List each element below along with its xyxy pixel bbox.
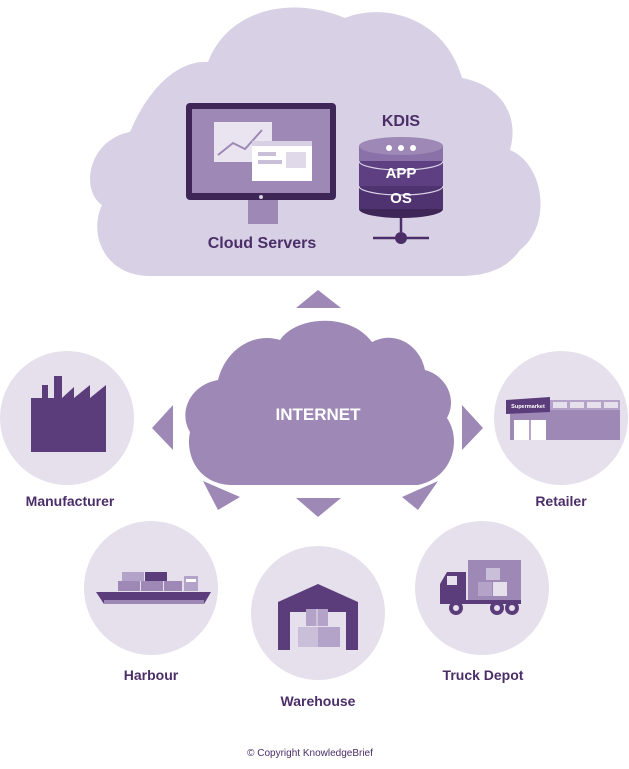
internet-label: INTERNET — [276, 405, 362, 424]
copyright-text: © Copyright KnowledgeBrief — [247, 748, 373, 759]
database-stack-icon: KDIS APP OS — [358, 113, 444, 244]
factory-icon — [31, 376, 106, 452]
monitor-icon — [186, 103, 336, 224]
arrow-up-icon — [296, 290, 341, 308]
internet-cloud: INTERNET — [185, 320, 454, 485]
warehouse-icon — [278, 584, 358, 650]
kdis-label: KDIS — [382, 113, 421, 130]
supermarket-sign: Supermarket — [511, 404, 545, 410]
retailer-label: Retailer — [535, 493, 587, 509]
cloud-servers-label: Cloud Servers — [208, 235, 317, 252]
arrow-down-right-icon — [402, 481, 438, 510]
harbour-label: Harbour — [124, 667, 179, 683]
warehouse-node: Warehouse — [251, 546, 385, 709]
arrow-down-icon — [296, 498, 341, 517]
app-layer-label: APP — [386, 165, 417, 182]
retailer-node: Supermarket Retailer — [494, 351, 628, 509]
manufacturer-node: Manufacturer — [0, 351, 134, 509]
truck-depot-label: Truck Depot — [443, 667, 524, 683]
arrow-down-left-icon — [203, 481, 240, 510]
warehouse-label: Warehouse — [281, 693, 356, 709]
os-layer-label: OS — [390, 190, 412, 207]
arrow-left-icon — [152, 405, 173, 450]
harbour-node: Harbour — [84, 521, 218, 683]
cargo-ship-icon — [96, 572, 211, 604]
supermarket-icon: Supermarket — [506, 397, 620, 440]
truck-depot-node: Truck Depot — [415, 521, 549, 683]
truck-icon — [440, 560, 521, 615]
internet-cloud-shape — [185, 320, 454, 485]
arrow-right-icon — [462, 405, 483, 450]
manufacturer-label: Manufacturer — [26, 493, 115, 509]
cloud-servers-cloud: Cloud Servers KDIS APP OS — [90, 7, 541, 277]
